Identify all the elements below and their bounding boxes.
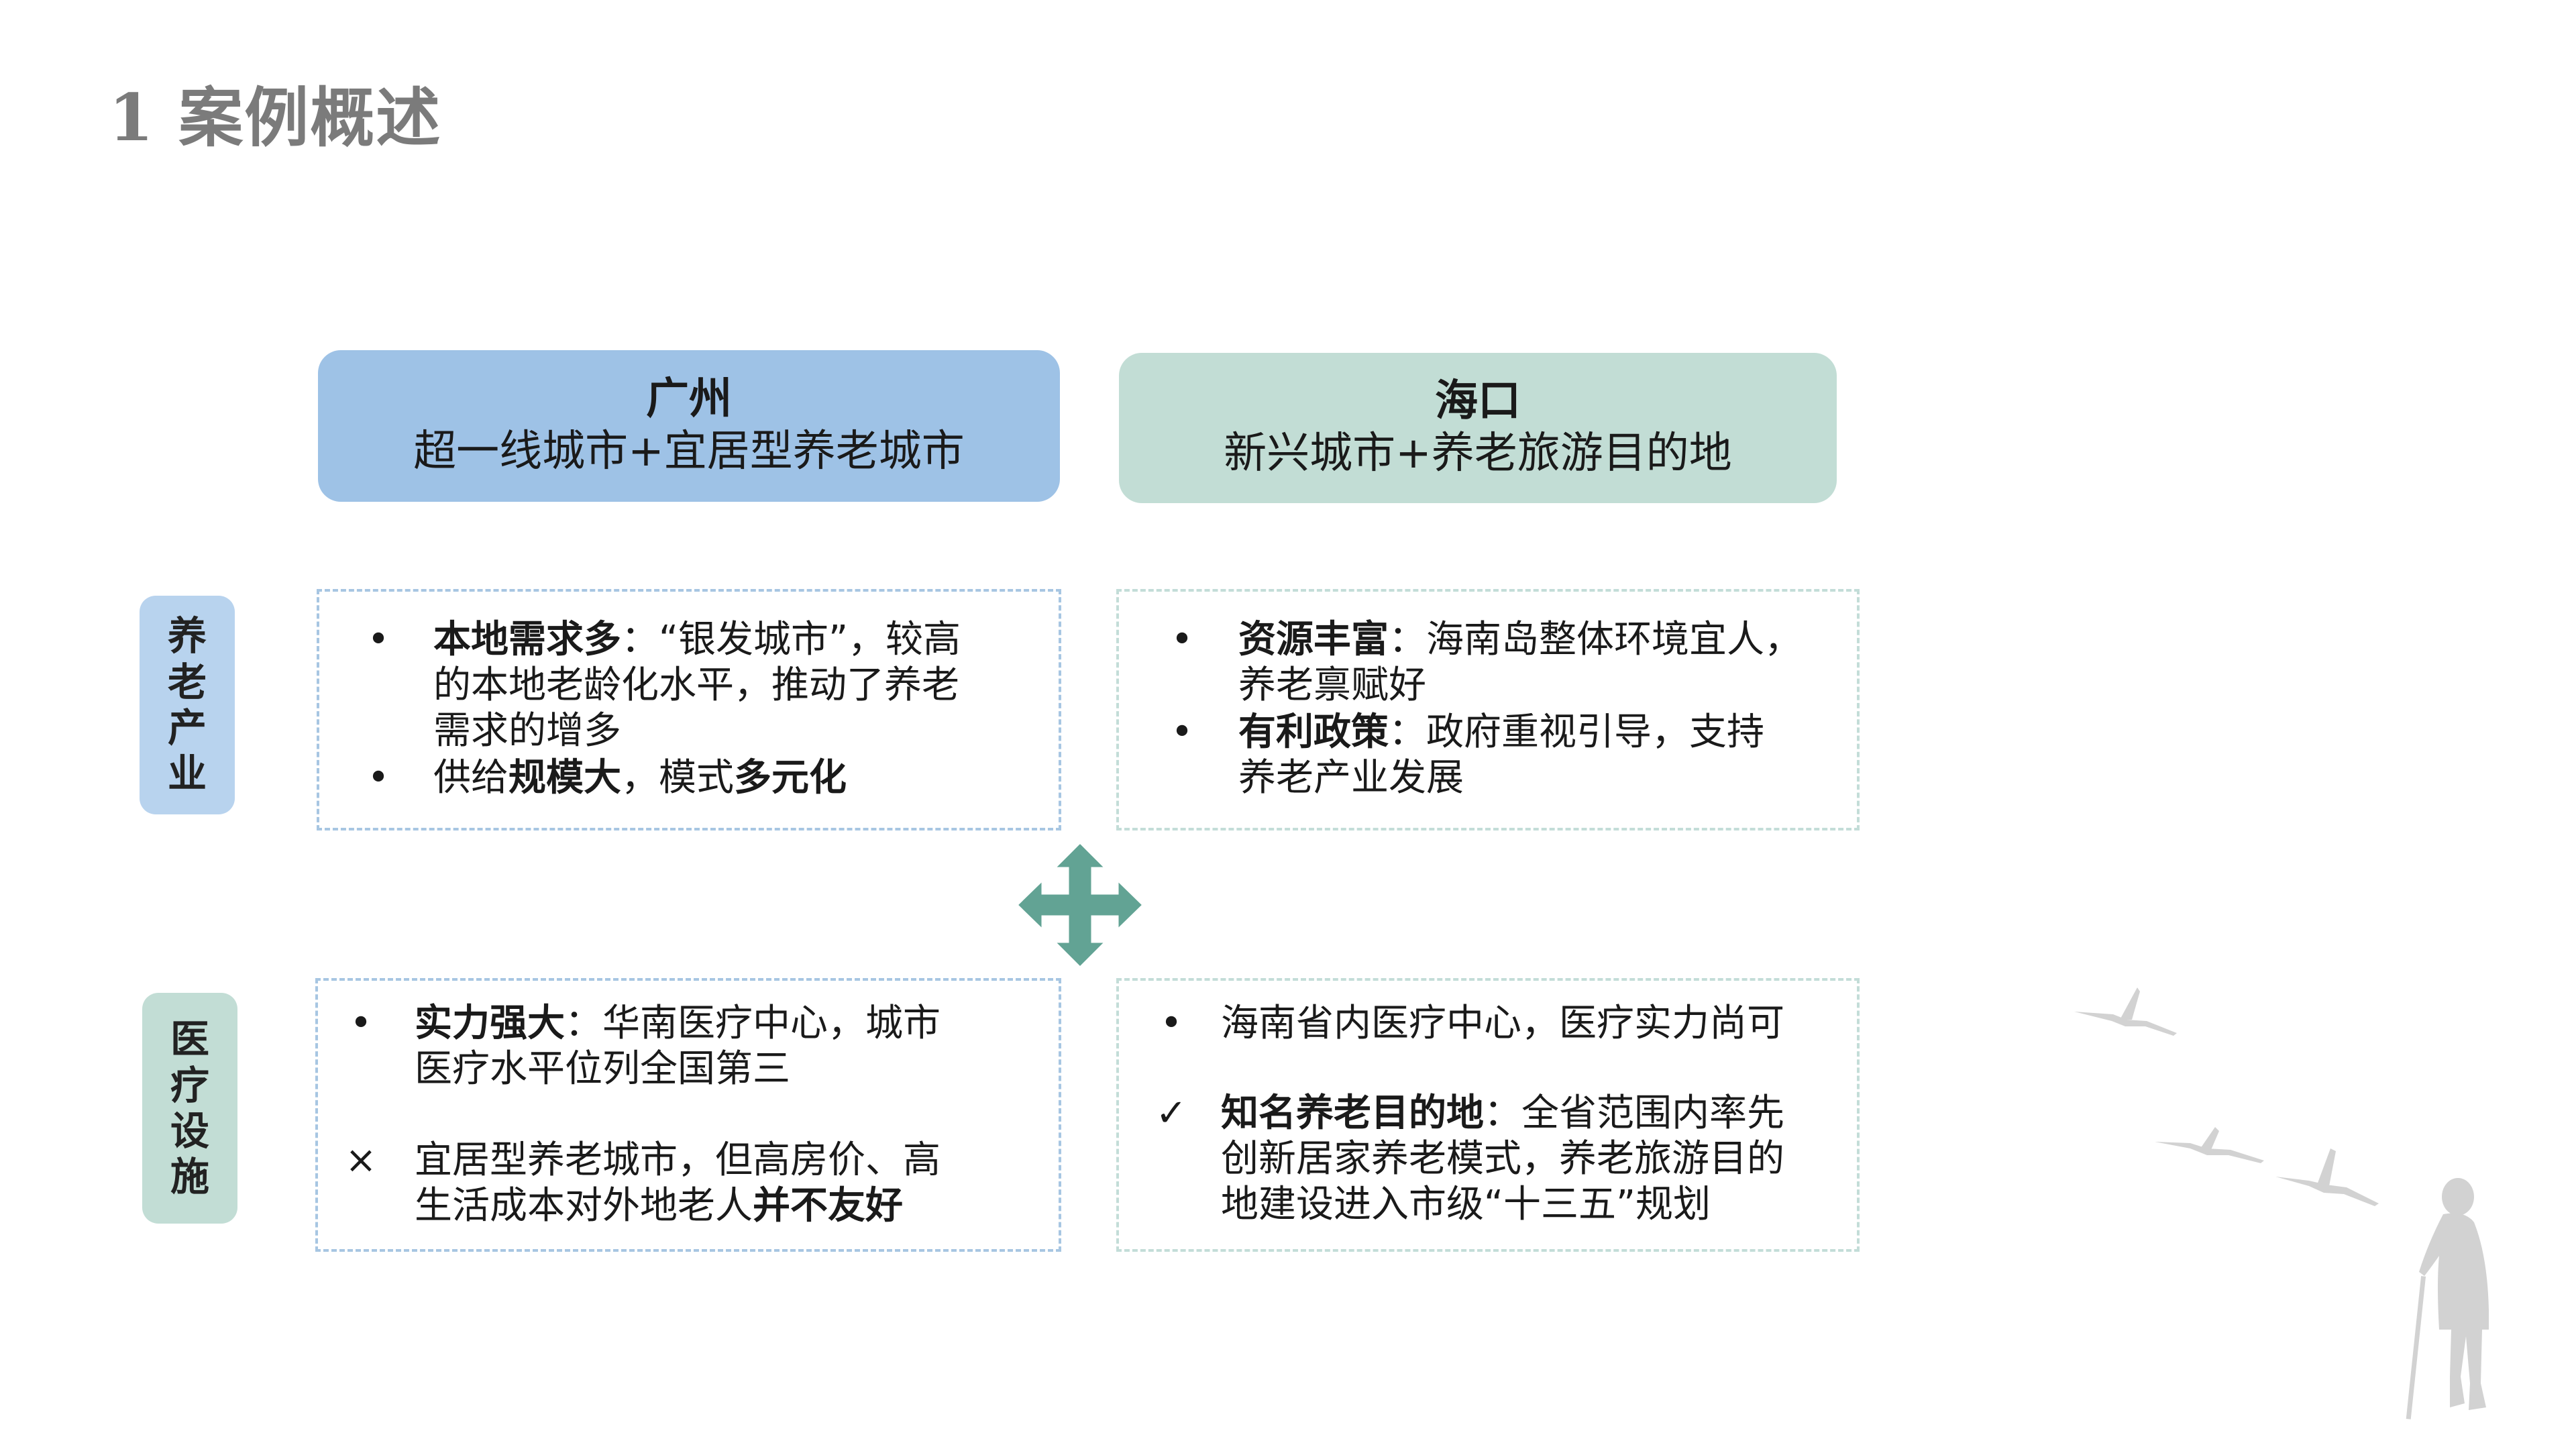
list-item: • 本地需求多：“银发城市”，较高的本地老龄化水平，推动了养老需求的增多 [358,617,989,754]
bullet-icon: • [367,756,390,800]
list-item: × 宜居型养老城市，但高房价、高生活成本对外地老人并不友好 [341,1138,965,1229]
bullet-icon: • [350,1002,372,1045]
item-keyword: 有利政策 [1238,710,1389,754]
row-label-medical: 医 疗 设 施 [142,993,237,1224]
list-item: • 资源丰富：海南岛整体环境宜人，养老禀赋好 [1162,617,1806,708]
four-way-arrow-icon [1016,841,1144,969]
haikou-medical-box [1116,978,1860,1252]
guangzhou-header-card: 广州 超一线城市+宜居型养老城市 [318,350,1060,502]
list-item: • 有利政策：政府重视引导，支持养老产业发展 [1162,710,1766,801]
crane-silhouette-icon [2155,1127,2264,1163]
item-text: ：“银发城市”，较高的本地老龄化水平，推动了养老需求的增多 [433,618,961,753]
row-label-char: 疗 [170,1062,209,1108]
list-item: • 供给规模大，模式多元化 [358,755,989,801]
page-title: 1 案例概述 [109,80,442,156]
item-text: ：海南岛整体环境宜人，养老禀赋好 [1238,618,1802,707]
item-keyword: 实力强大 [415,1002,565,1045]
haikou-header-card: 海口 新兴城市+养老旅游目的地 [1119,353,1837,503]
haikou-subtitle: 新兴城市+养老旅游目的地 [1224,429,1732,479]
row-label-char: 施 [170,1154,209,1200]
item-text: ：全省范围内率先创新居家养老模式，养老旅游目的地建设进入市级“十三五”规划 [1221,1091,1784,1226]
crane-silhouette-icon [2074,987,2177,1036]
row-label-char: 老 [167,659,207,705]
crane-silhouette-icon [2275,1148,2379,1206]
item-text: 供给 [433,756,508,800]
item-keyword: 知名养老目的地 [1221,1091,1484,1135]
guangzhou-name: 广州 [646,374,732,424]
bullet-icon: • [1160,1002,1183,1045]
item-keyword: 本地需求多 [433,618,621,661]
bullet-icon: • [1171,618,1193,661]
item-text: 海南省内医疗中心，医疗实力尚可 [1221,1002,1784,1045]
item-keyword: 规模大 [508,756,621,800]
guangzhou-medical-box [315,978,1061,1252]
list-item: ✓ 知名养老目的地：全省范围内率先创新居家养老模式，养老旅游目的地建设进入市级“… [1151,1091,1815,1228]
item-text: ，模式 [621,756,734,800]
row-label-char: 产 [167,705,207,751]
cross-icon: × [345,1138,377,1182]
row-label-char: 设 [170,1108,209,1154]
item-text: ：华南医疗中心，城市医疗水平位列全国第三 [415,1002,941,1091]
haikou-name: 海口 [1435,376,1521,426]
guangzhou-subtitle: 超一线城市+宜居型养老城市 [413,427,965,477]
item-keyword: 多元化 [734,756,847,800]
list-item: • 海南省内医疗中心，医疗实力尚可 [1151,1001,1842,1046]
item-keyword: 资源丰富 [1238,618,1389,661]
item-text: 宜居型养老城市，但高房价、高生活成本对外地老人 [415,1138,941,1228]
haikou-industry-box [1116,589,1860,830]
row-label-elderly-industry: 养 老 产 业 [140,596,235,814]
guangzhou-industry-box [317,589,1061,830]
bullet-icon: • [367,618,390,661]
bullet-icon: • [1171,710,1193,754]
elderly-person-silhouette-icon [2406,1178,2489,1419]
row-label-char: 医 [170,1016,209,1063]
check-icon: ✓ [1155,1091,1187,1135]
row-label-char: 业 [167,751,207,797]
list-item: • 实力强大：华南医疗中心，城市医疗水平位列全国第三 [341,1001,958,1092]
row-label-char: 养 [167,613,207,659]
item-text: ：政府重视引导，支持养老产业发展 [1238,710,1764,800]
item-keyword: 并不友好 [753,1184,903,1228]
